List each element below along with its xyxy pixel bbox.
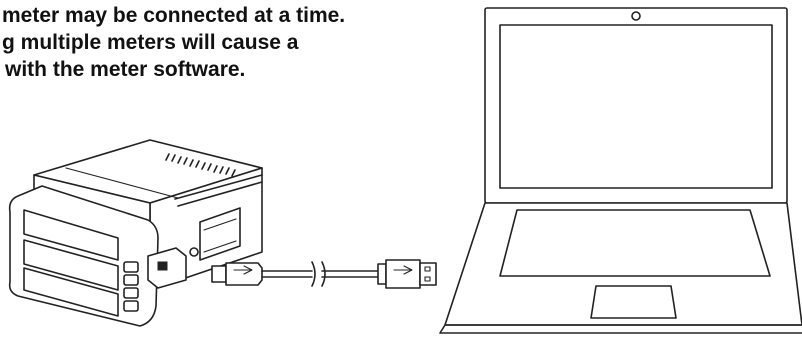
laptop-keyboard [499,209,771,277]
meter-knob [189,247,199,257]
laptop-touchpad [590,285,677,319]
meter-vent-slots [165,153,236,177]
usb-cable-illustration [211,259,437,289]
laptop-screen [499,24,773,189]
laptop-lid [484,7,788,204]
meter-usb-plug [157,261,168,271]
warning-note: meter may be connected at a time. g mult… [0,2,345,83]
meter-display-bottom [23,267,119,317]
cable-right-segment [321,270,379,278]
warning-note-line-3: with the meter software. [5,58,246,81]
warning-note-line-1: meter may be connected at a time. [2,4,346,27]
meter-terminal-block [199,207,241,261]
laptop-base [444,202,802,326]
meter-terminal-lines [203,218,237,253]
panel-meter-illustration [8,139,263,327]
usb-a-contact-1 [424,266,431,272]
meter-front-buttons [123,261,139,312]
meter-top-seam [65,167,179,199]
meter-side-rails [174,174,263,207]
laptop-illustration [439,7,802,334]
laptop-webcam [631,11,641,21]
mini-usb-tip [211,265,227,283]
cable-left-segment [261,270,313,278]
usb-a-collar [377,263,387,285]
usb-a-symbol [393,265,413,275]
meter-display-top [23,209,119,261]
mini-usb-symbol [233,265,253,275]
cable-break-marks [311,261,326,287]
usb-a-body [385,259,421,289]
warning-note-line-2: g multiple meters will cause a [2,31,299,54]
meter-display-middle [23,239,119,291]
laptop-base-edge [439,324,802,334]
usb-a-tip [419,262,437,286]
usb-a-contact-2 [424,276,431,282]
